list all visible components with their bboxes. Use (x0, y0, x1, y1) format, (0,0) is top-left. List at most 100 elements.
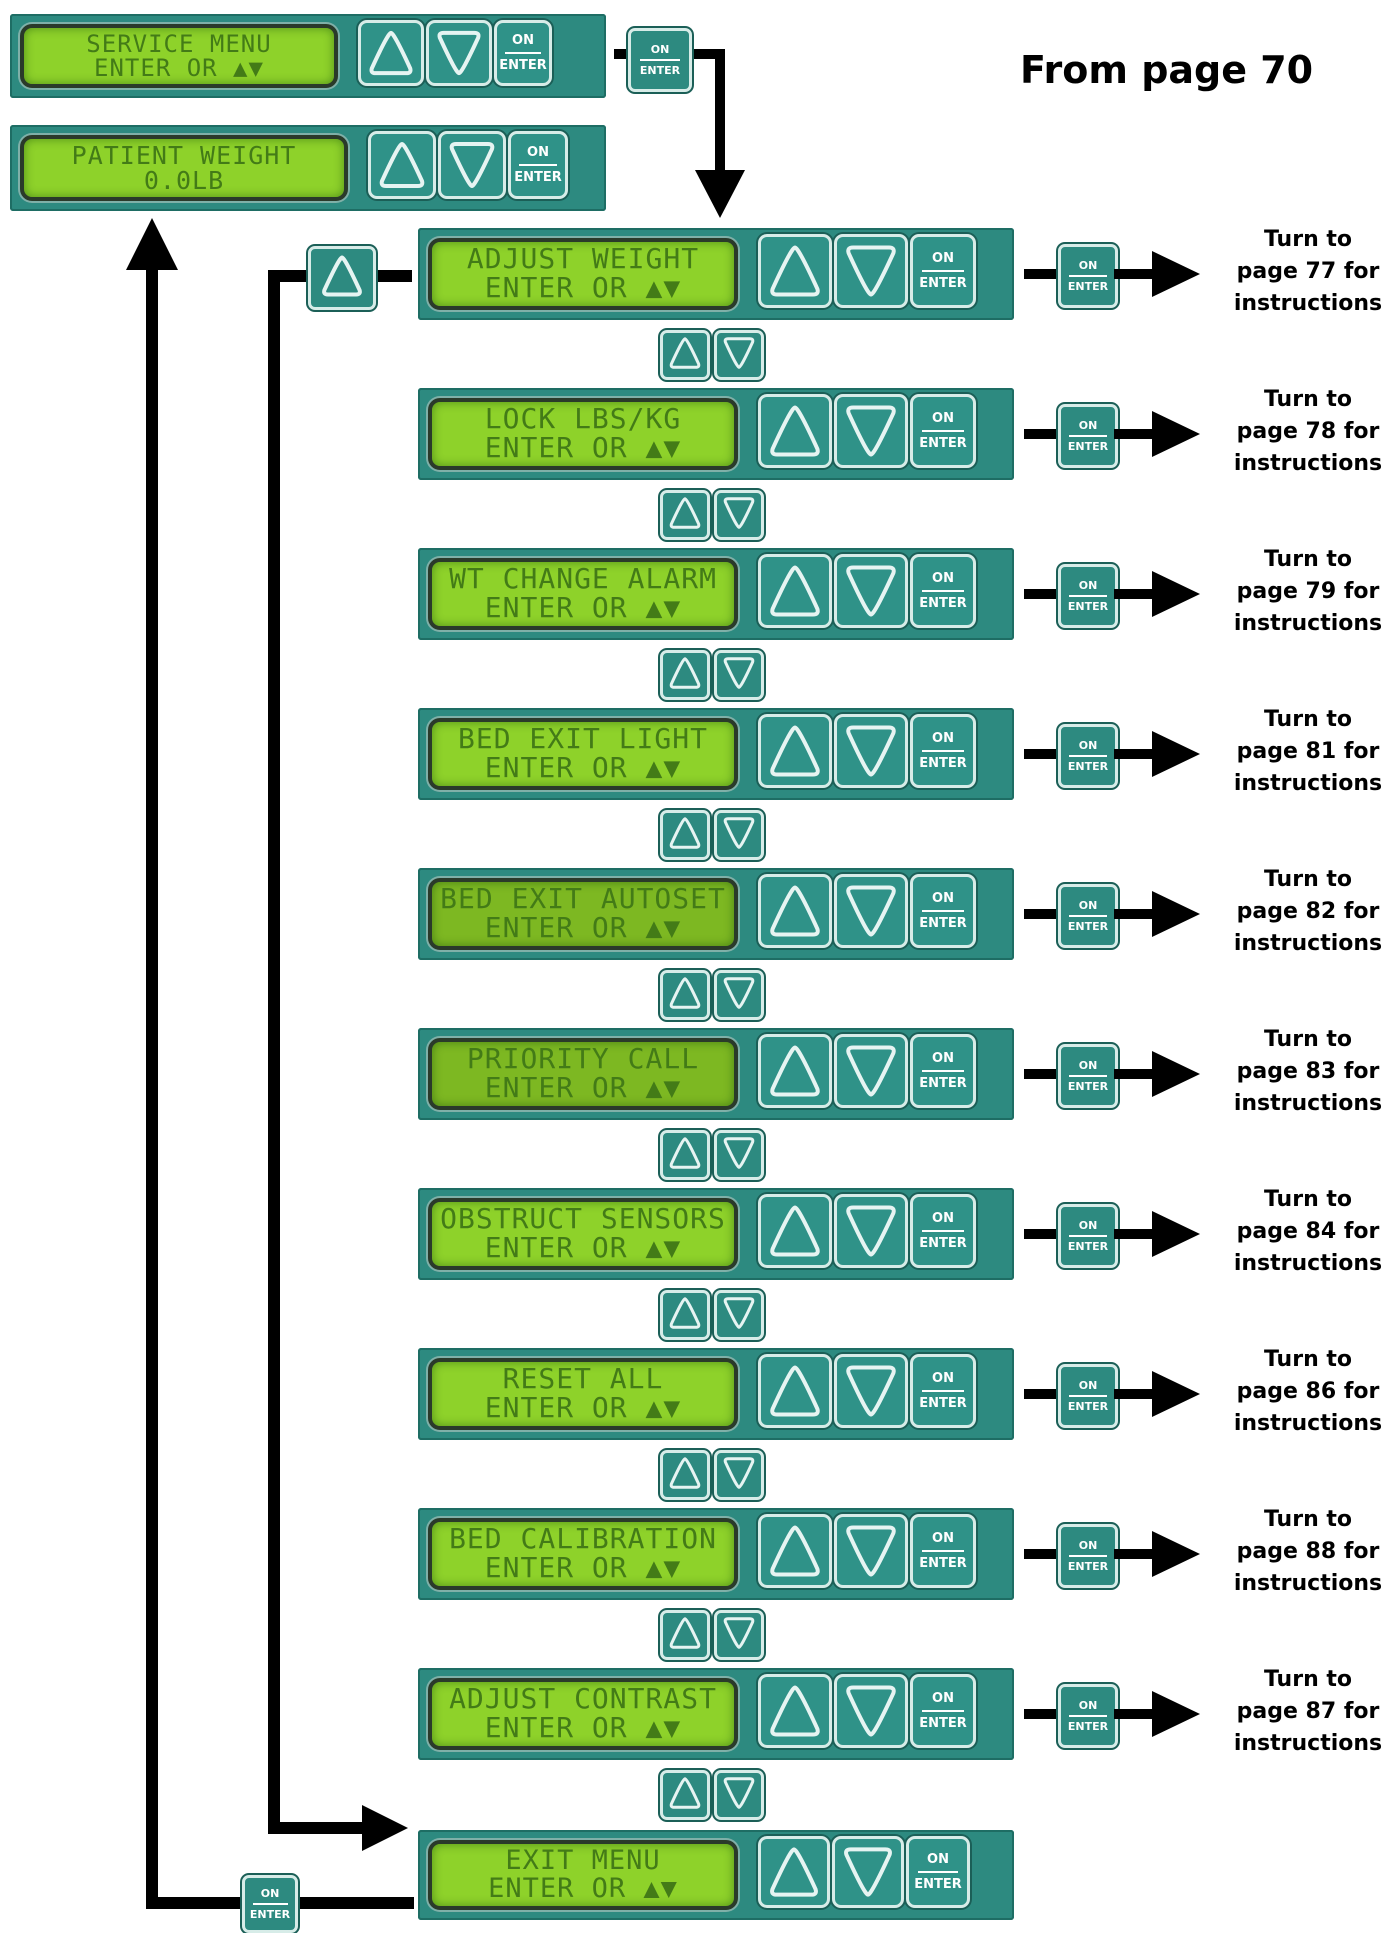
display-line-2: ENTER OR ▲▼ (488, 1873, 678, 1904)
return-line-vertical (146, 262, 158, 1907)
display-line-1: EXIT MENU (505, 1845, 661, 1877)
up-arrow-button[interactable] (758, 714, 832, 788)
down-arrow-button[interactable] (832, 1836, 904, 1908)
enter-button-on-label: ON (1078, 259, 1098, 272)
nav-up-button[interactable] (660, 1450, 710, 1500)
down-arrow-button[interactable] (834, 714, 908, 788)
connector-to-ref (1114, 1389, 1158, 1399)
nav-up-button[interactable] (660, 1130, 710, 1180)
nav-down-button[interactable] (714, 970, 764, 1020)
nav-up-button[interactable] (660, 330, 710, 380)
down-arrow-button[interactable] (834, 1514, 908, 1588)
down-arrow-button[interactable] (834, 1354, 908, 1428)
nav-down-button[interactable] (714, 330, 764, 380)
up-arrow-button[interactable] (358, 20, 424, 86)
down-arrow-button[interactable] (834, 1674, 908, 1748)
enter-button-divider (1069, 755, 1107, 757)
down-arrow-button[interactable] (834, 1194, 908, 1268)
connector-to-enter (1024, 1709, 1060, 1719)
up-arrow-icon (767, 883, 823, 939)
nav-down-button[interactable] (714, 810, 764, 860)
nav-down-button[interactable] (714, 1130, 764, 1180)
down-arrow-button[interactable] (834, 554, 908, 628)
down-arrow-button[interactable] (834, 874, 908, 948)
nav-up-button[interactable] (660, 970, 710, 1020)
from-page-label: From page 70 (1020, 48, 1314, 92)
up-arrow-button[interactable] (758, 394, 832, 468)
up-arrow-icon (668, 1776, 702, 1814)
nav-up-button[interactable] (660, 1610, 710, 1660)
up-arrow-button[interactable] (758, 874, 832, 948)
enter-button-on-label: ON (932, 1211, 954, 1226)
up-arrow-button[interactable] (758, 1354, 832, 1428)
arrow-right-to-ref (1152, 1531, 1200, 1577)
enter-button-divider (922, 430, 964, 432)
down-arrow-button[interactable] (834, 394, 908, 468)
enter-button-enter-label: ENTER (1067, 1400, 1109, 1413)
up-arrow-button[interactable] (758, 554, 832, 628)
nav-down-button[interactable] (714, 650, 764, 700)
up-arrow-button[interactable] (758, 1674, 832, 1748)
nav-up-button[interactable] (660, 490, 710, 540)
loop-up-arrow-button[interactable] (308, 246, 376, 310)
up-arrow-icon (668, 1456, 702, 1494)
nav-down-button[interactable] (714, 1770, 764, 1820)
up-arrow-button[interactable] (758, 1836, 830, 1908)
nav-down-button[interactable] (714, 1610, 764, 1660)
display-line-1: ADJUST CONTRAST (449, 1682, 717, 1716)
down-arrow-button[interactable] (834, 234, 908, 308)
down-arrow-button[interactable] (438, 131, 506, 199)
nav-up-button[interactable] (660, 1770, 710, 1820)
nav-down-button[interactable] (714, 1290, 764, 1340)
nav-down-button[interactable] (714, 490, 764, 540)
page-reference-line: instructions (1233, 291, 1383, 316)
down-arrow-button[interactable] (834, 1034, 908, 1108)
enter-button-enter-label: ENTER (919, 1076, 967, 1091)
connector-top-down (715, 49, 725, 179)
display-line-2: ENTER OR ▲▼ (484, 431, 682, 464)
nav-up-button[interactable] (660, 650, 710, 700)
up-arrow-button[interactable] (758, 1034, 832, 1108)
display-line-2: ENTER OR ▲▼ (484, 911, 682, 944)
up-arrow-button[interactable] (758, 1194, 832, 1268)
up-arrow-button[interactable] (758, 234, 832, 308)
up-arrow-button[interactable] (368, 131, 436, 199)
down-arrow-icon (722, 816, 756, 854)
down-arrow-button[interactable] (426, 20, 492, 86)
nav-up-button[interactable] (660, 1290, 710, 1340)
up-arrow-icon (668, 336, 702, 374)
up-arrow-button[interactable] (758, 1514, 832, 1588)
enter-button-divider (1069, 275, 1107, 277)
nav-up-button[interactable] (660, 810, 710, 860)
nav-down-button[interactable] (714, 1450, 764, 1500)
